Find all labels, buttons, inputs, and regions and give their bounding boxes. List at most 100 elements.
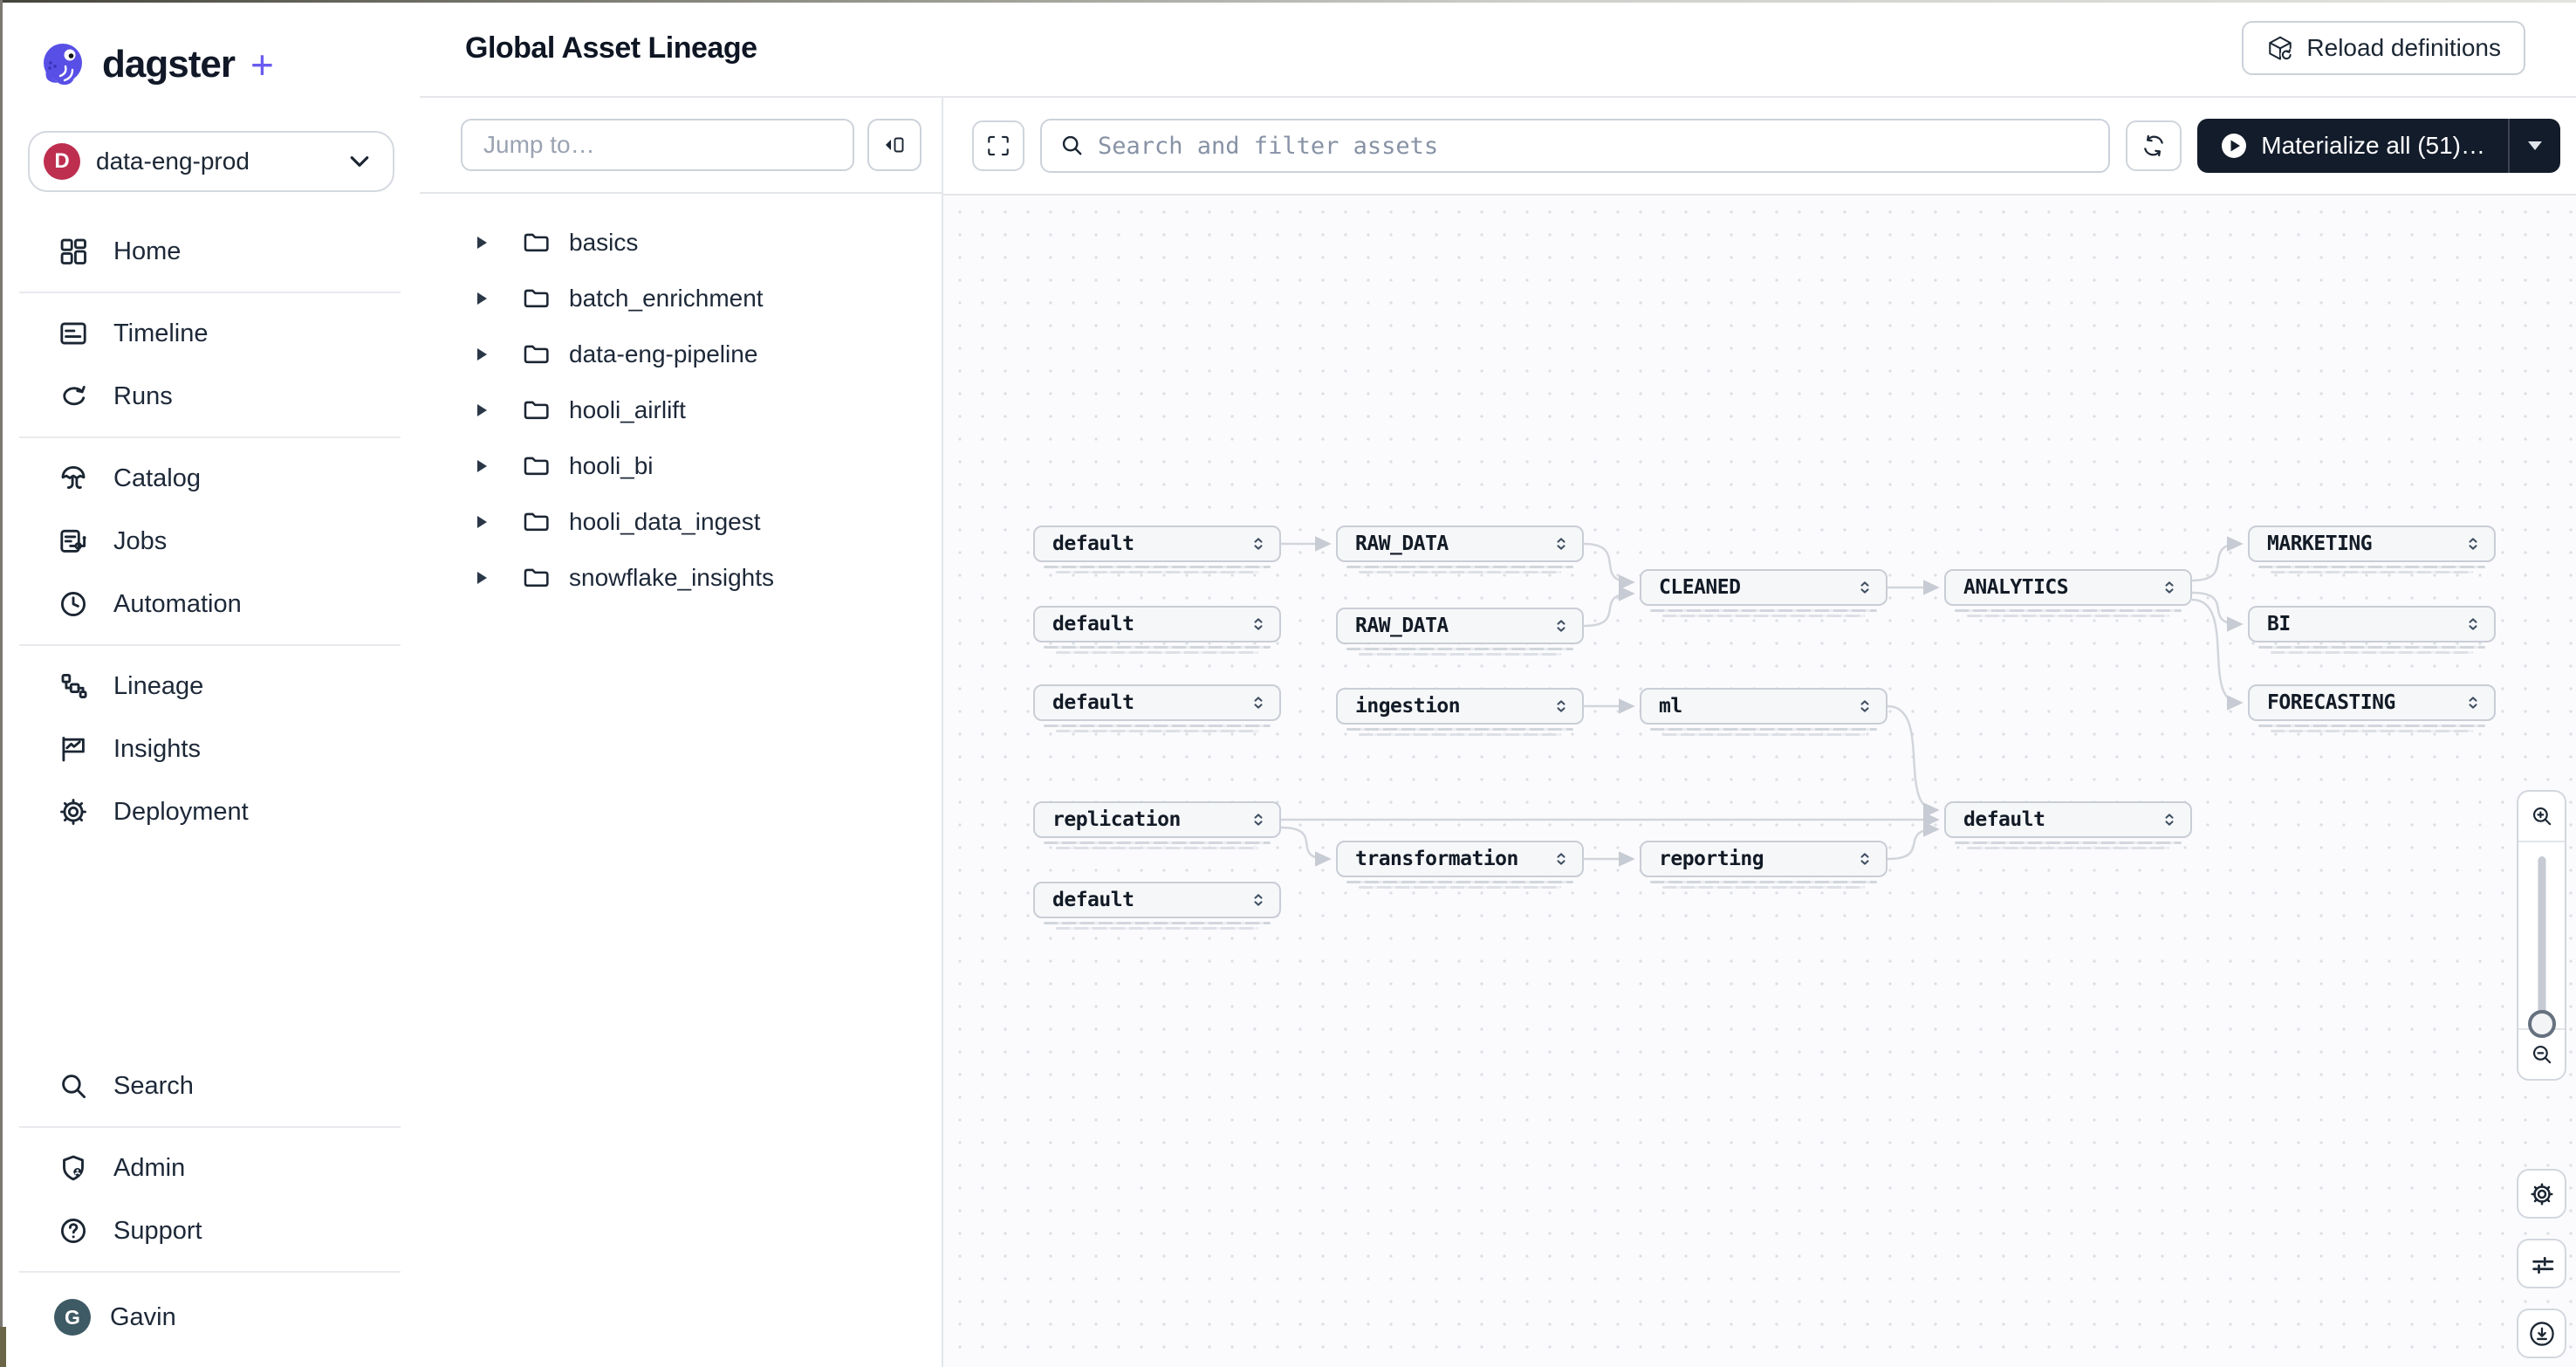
sidebar-item-search[interactable]: Search — [0, 1054, 420, 1117]
zoom-slider-handle[interactable] — [2528, 1010, 2556, 1038]
sidebar-item-insights[interactable]: Insights — [0, 718, 420, 780]
materialize-all-button[interactable]: Materialize all (51)… — [2197, 119, 2508, 173]
zoom-control — [2517, 790, 2566, 1081]
asset-group-node[interactable]: BI — [2248, 606, 2496, 642]
unfold-chevrons-icon[interactable] — [1250, 890, 1267, 910]
tree-folder-row[interactable]: hooli_airlift — [420, 382, 942, 438]
refresh-button[interactable] — [2126, 120, 2182, 171]
asset-group-node[interactable]: CLEANED — [1640, 569, 1887, 606]
user-menu[interactable]: G Gavin — [0, 1281, 420, 1367]
tree-folder-row[interactable]: hooli_data_ingest — [420, 494, 942, 550]
sidebar-item-timeline[interactable]: Timeline — [0, 302, 420, 365]
caret-right-icon[interactable] — [477, 404, 487, 416]
chevron-down-icon — [349, 155, 370, 168]
fullscreen-button[interactable] — [972, 120, 1024, 171]
sidebar-item-deployment[interactable]: Deployment — [0, 780, 420, 843]
stacked-assets-line — [1044, 566, 1271, 568]
zoom-slider-track[interactable] — [2538, 856, 2545, 1014]
tree-folder-row[interactable]: basics — [420, 215, 942, 271]
stacked-assets-line — [2271, 730, 2473, 732]
unfold-chevrons-icon[interactable] — [2464, 615, 2482, 634]
caret-right-icon[interactable] — [477, 237, 487, 249]
caret-right-icon[interactable] — [477, 572, 487, 584]
stacked-assets-line — [1967, 615, 2169, 617]
unfold-chevrons-icon[interactable] — [1856, 849, 1874, 869]
asset-group-label: CLEANED — [1659, 576, 1856, 599]
sidebar-item-home[interactable]: Home — [0, 220, 420, 283]
unfold-chevrons-icon[interactable] — [1856, 578, 1874, 597]
sidebar-item-automation[interactable]: Automation — [0, 573, 420, 635]
asset-group-node[interactable]: reporting — [1640, 841, 1887, 877]
zoom-in-button[interactable] — [2518, 792, 2565, 841]
unfold-chevrons-icon[interactable] — [1856, 697, 1874, 716]
asset-group-node[interactable]: default — [1033, 882, 1281, 918]
asset-search-input[interactable] — [1098, 133, 2091, 160]
jump-to-input[interactable] — [461, 119, 854, 171]
download-image-button[interactable] — [2517, 1309, 2566, 1358]
asset-group-label: BI — [2267, 613, 2464, 635]
caret-right-icon[interactable] — [477, 292, 487, 305]
asset-group-node[interactable]: default — [1944, 801, 2192, 838]
graph-filters-button[interactable] — [2517, 1239, 2566, 1288]
sidebar-item-lineage[interactable]: Lineage — [0, 655, 420, 718]
lineage-canvas[interactable]: defaultRAW_DATAdefaultRAW_DATACLEANEDANA… — [943, 194, 2576, 1367]
stacked-assets-line — [2271, 651, 2473, 654]
caret-right-icon[interactable] — [477, 460, 487, 472]
asset-group-node[interactable]: ml — [1640, 688, 1887, 725]
asset-group-label: ingestion — [1355, 695, 1552, 718]
tree-folder-row[interactable]: snowflake_insights — [420, 550, 942, 606]
tree-folder-label: batch_enrichment — [569, 285, 764, 313]
workspace-switcher[interactable]: D data-eng-prod — [28, 131, 394, 192]
unfold-chevrons-icon[interactable] — [2464, 693, 2482, 712]
stacked-assets-line — [2258, 646, 2485, 649]
unfold-chevrons-icon[interactable] — [1552, 697, 1570, 716]
sidebar-item-catalog[interactable]: Catalog — [0, 447, 420, 510]
asset-group-node[interactable]: RAW_DATA — [1336, 608, 1584, 644]
folder-icon — [522, 285, 550, 313]
unfold-chevrons-icon[interactable] — [2161, 578, 2178, 597]
package-reload-icon — [2266, 34, 2294, 62]
sidebar-item-runs[interactable]: Runs — [0, 365, 420, 428]
unfold-chevrons-icon[interactable] — [1552, 849, 1570, 869]
collapse-panel-button[interactable] — [867, 119, 921, 171]
logo[interactable]: dagster + — [0, 0, 420, 89]
lineage-edge — [1584, 594, 1632, 626]
asset-group-node[interactable]: replication — [1033, 801, 1281, 838]
folder-icon — [522, 396, 550, 424]
asset-group-node[interactable]: default — [1033, 684, 1281, 721]
tree-folder-label: hooli_data_ingest — [569, 508, 761, 536]
unfold-chevrons-icon[interactable] — [2161, 810, 2178, 829]
reload-definitions-button[interactable]: Reload definitions — [2242, 21, 2525, 75]
unfold-chevrons-icon[interactable] — [1250, 810, 1267, 829]
asset-group-node[interactable]: RAW_DATA — [1336, 526, 1584, 562]
caret-right-icon[interactable] — [477, 348, 487, 361]
unfold-chevrons-icon[interactable] — [1552, 616, 1570, 635]
unfold-chevrons-icon[interactable] — [1250, 534, 1267, 553]
panel-collapse-icon — [881, 132, 908, 158]
unfold-chevrons-icon[interactable] — [1552, 534, 1570, 553]
materialize-dropdown-button[interactable] — [2508, 119, 2560, 173]
tree-folder-row[interactable]: hooli_bi — [420, 438, 942, 494]
sidebar-item-jobs[interactable]: Jobs — [0, 510, 420, 573]
asset-group-label: RAW_DATA — [1355, 615, 1552, 637]
unfold-chevrons-icon[interactable] — [1250, 693, 1267, 712]
asset-group-node[interactable]: default — [1033, 606, 1281, 642]
asset-group-node[interactable]: default — [1033, 526, 1281, 562]
caret-right-icon[interactable] — [477, 516, 487, 528]
asset-group-node[interactable]: ANALYTICS — [1944, 569, 2192, 606]
tree-folder-row[interactable]: data-eng-pipeline — [420, 326, 942, 382]
asset-group-node[interactable]: MARKETING — [2248, 526, 2496, 562]
unfold-chevrons-icon[interactable] — [2464, 534, 2482, 553]
asset-group-node[interactable]: ingestion — [1336, 688, 1584, 725]
asset-group-node[interactable]: FORECASTING — [2248, 684, 2496, 721]
stacked-assets-line — [1056, 571, 1258, 574]
unfold-chevrons-icon[interactable] — [1250, 615, 1267, 634]
tree-folder-row[interactable]: batch_enrichment — [420, 271, 942, 326]
lineage-edge — [1887, 706, 1936, 810]
sidebar-item-support[interactable]: Support — [0, 1199, 420, 1262]
asset-group-node[interactable]: transformation — [1336, 841, 1584, 877]
stacked-assets-line — [1346, 881, 1573, 883]
body-row: basicsbatch_enrichmentdata-eng-pipelineh… — [420, 98, 2576, 1367]
graph-settings-button[interactable] — [2517, 1169, 2566, 1219]
sidebar-item-admin[interactable]: Admin — [0, 1137, 420, 1199]
